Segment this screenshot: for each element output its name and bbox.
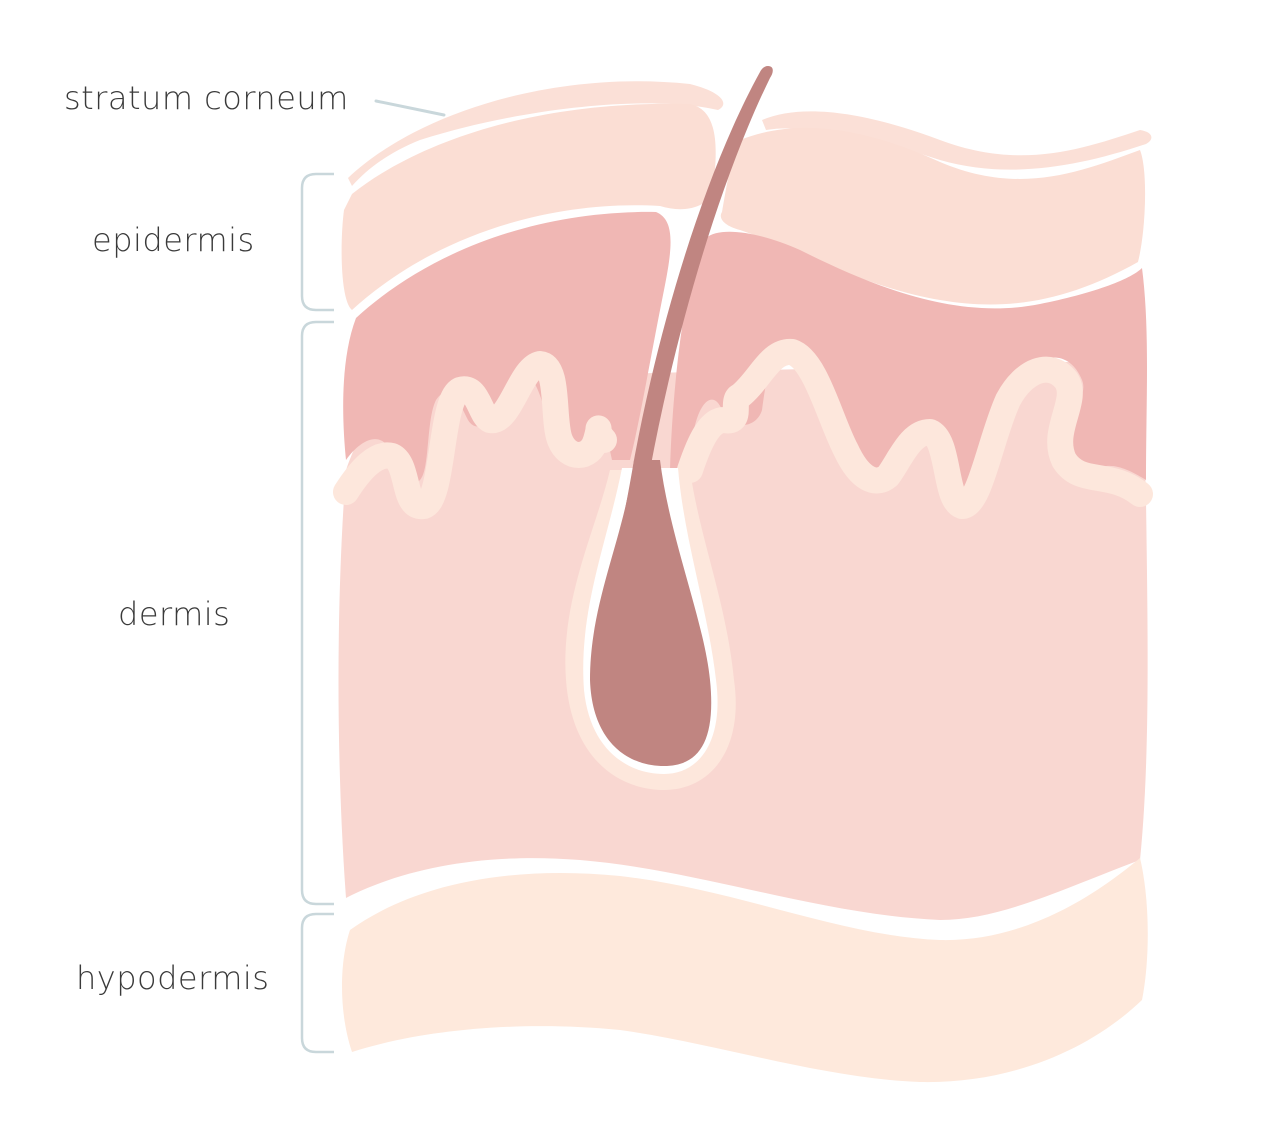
epidermis-layer-left	[341, 103, 716, 310]
epidermis-layer-right	[720, 127, 1146, 305]
stratum-corneum-label: stratum corneum	[64, 79, 349, 117]
epidermis-bracket	[300, 172, 334, 312]
basement-membrane-right	[677, 339, 1153, 519]
hypodermis-layer	[342, 858, 1148, 1083]
epidermis-label: epidermis	[92, 221, 255, 259]
papillary-dermis-left	[343, 211, 671, 483]
hypodermis-label: hypodermis	[76, 959, 270, 997]
stratum-corneum-layer-left	[348, 81, 724, 186]
dermis-label: dermis	[118, 595, 231, 633]
stratum-corneum-layer-right	[762, 111, 1152, 170]
stratum-corneum-leader-line	[374, 99, 446, 117]
hypodermis-bracket	[300, 912, 334, 1054]
basement-membrane-left	[333, 351, 617, 520]
dermis-bracket	[300, 320, 334, 906]
dermis-layer	[338, 360, 1148, 920]
hair-bulb	[590, 460, 712, 766]
papillary-dermis-right	[670, 231, 1147, 510]
